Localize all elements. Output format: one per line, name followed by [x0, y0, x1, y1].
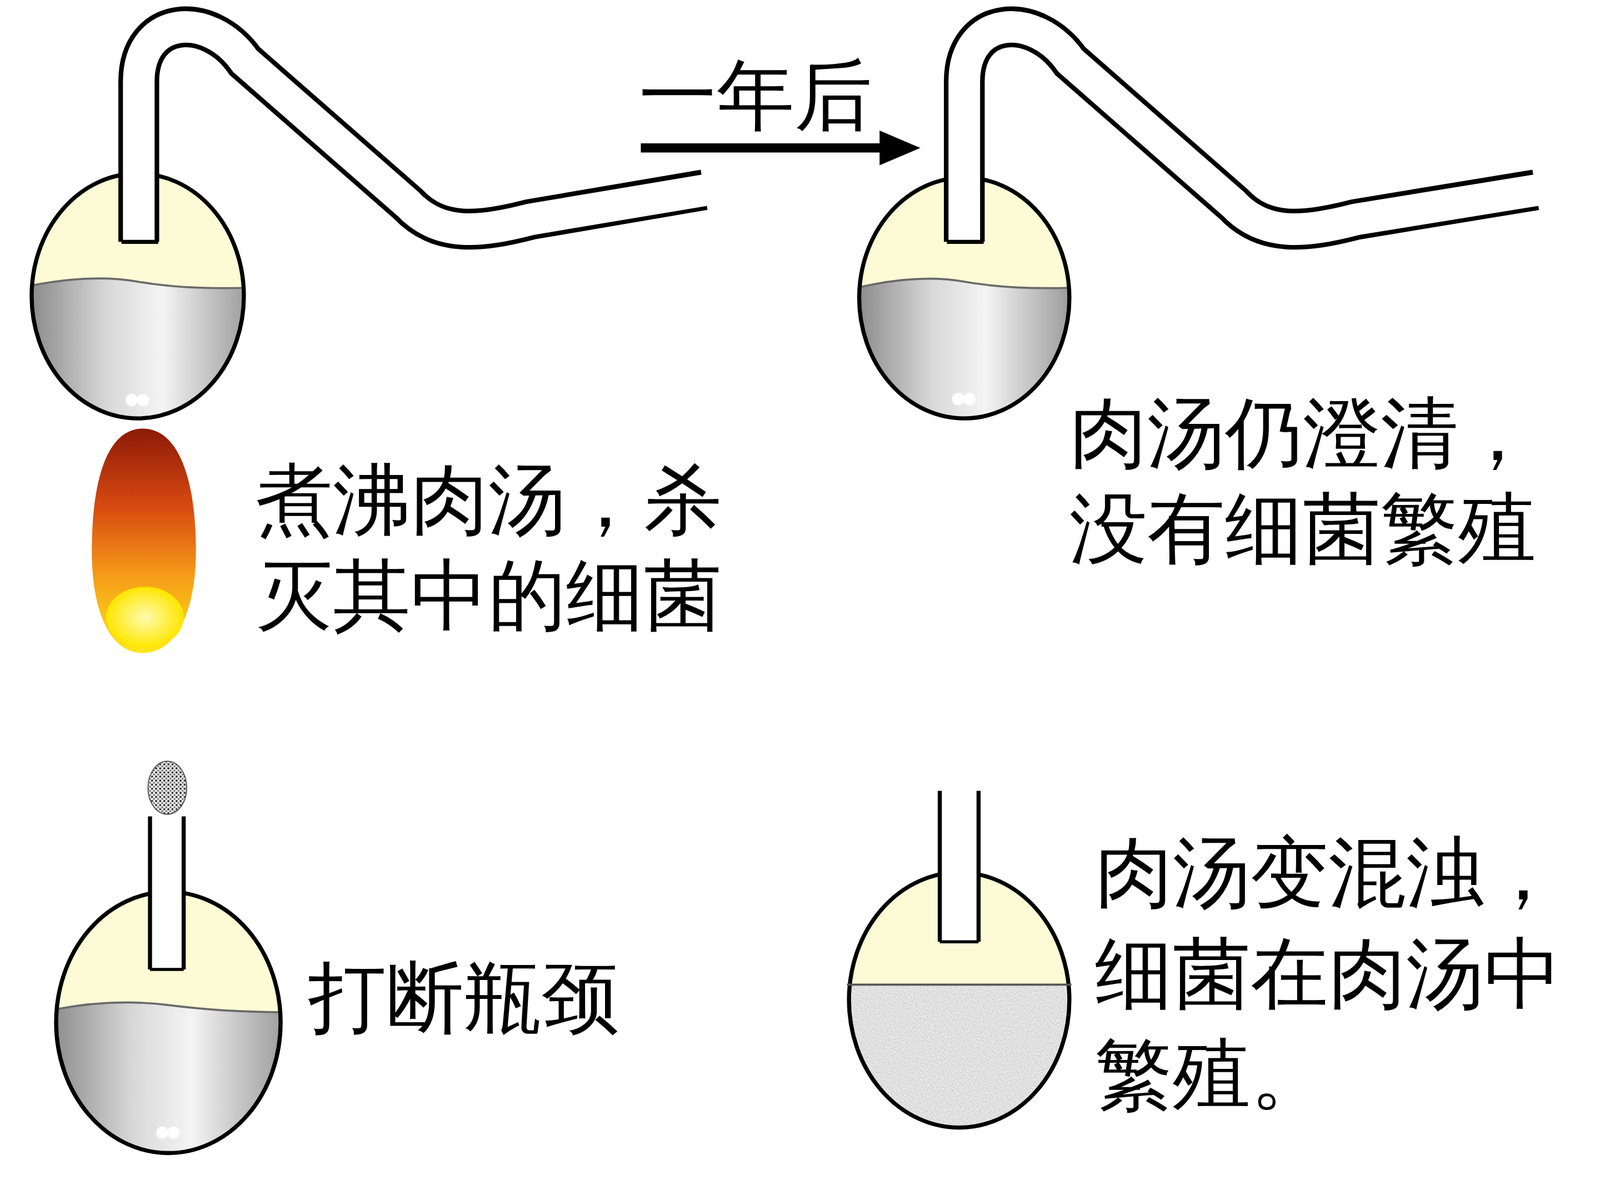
arrow-label: 一年后	[638, 48, 873, 143]
caption-text: 煮沸肉汤，杀灭其中的细菌	[255, 452, 745, 644]
caption-text: 肉汤仍澄清，没有细菌繁殖	[1069, 385, 1560, 577]
caption-text: 肉汤变混浊，细菌在肉汤中繁殖。	[1095, 822, 1585, 1126]
flame	[91, 428, 196, 653]
caption-text: 打断瓶颈	[308, 951, 620, 1045]
turbid-flask	[846, 790, 1072, 1133]
broken-neck-flask	[51, 761, 286, 1158]
swan-neck-flask	[857, 26, 1539, 424]
swan-neck-flask	[30, 26, 708, 424]
